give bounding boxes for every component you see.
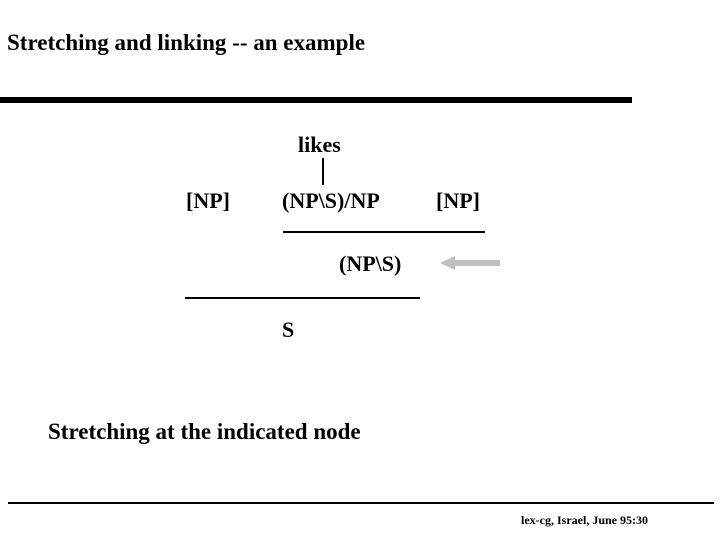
derivation-line-lower xyxy=(185,297,420,299)
tree-left-np-label: [NP] xyxy=(186,188,230,213)
tree-word-likes: likes xyxy=(298,132,341,157)
slide-caption: Stretching at the indicated node xyxy=(48,419,361,444)
tree-right-np-label: [NP] xyxy=(436,188,480,213)
slide-title: Stretching and linking -- an example xyxy=(7,30,366,55)
tree-root-label: S xyxy=(282,317,295,342)
tree-verb-category-label: (NP\S)/NP xyxy=(282,188,380,213)
title-divider-rule xyxy=(0,97,632,103)
left-arrow-icon xyxy=(440,256,500,270)
footer-text: lex-cg, Israel, June 95:30 xyxy=(521,513,648,527)
footer-divider-rule xyxy=(8,502,714,504)
tree-intermediate-category-label: (NP\S) xyxy=(339,251,402,276)
derivation-line-upper xyxy=(283,231,485,233)
indicated-node-pointer xyxy=(440,256,500,270)
tree-vertical-connector xyxy=(322,158,324,185)
